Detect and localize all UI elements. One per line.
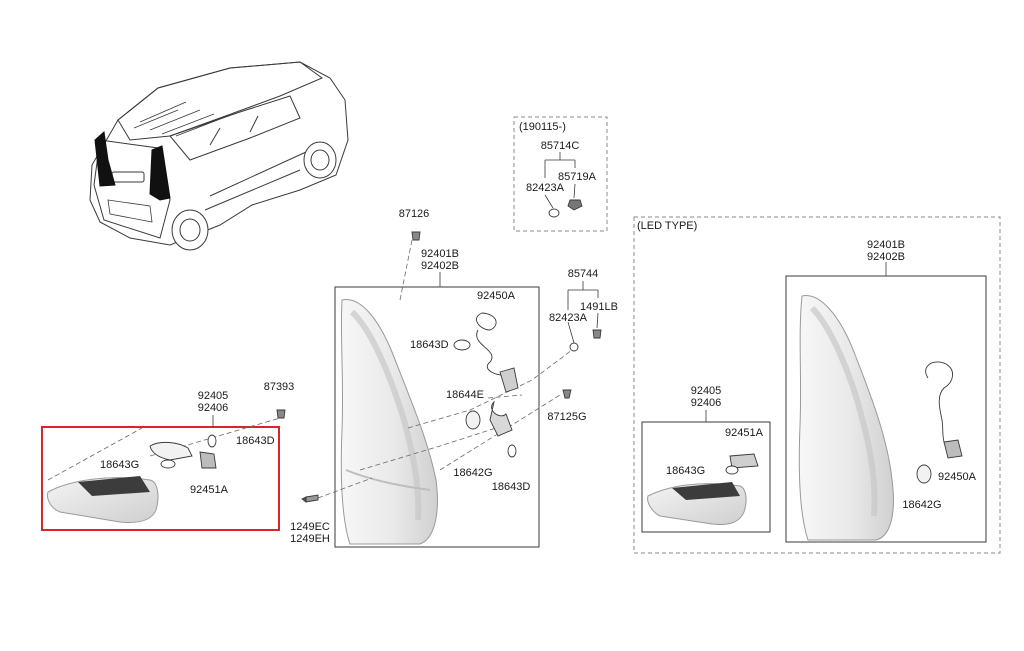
- main-small-parts: [301, 231, 602, 503]
- part-label-18643g[interactable]: 18643G: [666, 465, 706, 477]
- part-label-92401b[interactable]: 92401B: [867, 239, 905, 251]
- part-label-92402b[interactable]: 92402B: [867, 251, 905, 263]
- part-label-92451a[interactable]: 92451A: [725, 427, 763, 439]
- led-leaders: [705, 262, 887, 422]
- part-label-18644e[interactable]: 18644E: [446, 389, 484, 401]
- vehicle-illustration: [89, 61, 349, 251]
- part-label-87393[interactable]: 87393: [263, 381, 295, 393]
- main-projection-lines: [317, 239, 573, 499]
- part-label-85744[interactable]: 85744: [567, 268, 599, 280]
- part-label-18643d[interactable]: 18643D: [236, 435, 275, 447]
- led-type-title: (LED TYPE): [637, 220, 698, 232]
- part-label-92450a[interactable]: 92450A: [477, 290, 515, 302]
- part-label-18643d[interactable]: 18643D: [491, 481, 531, 493]
- led-small-parts: [725, 453, 759, 475]
- main-tail-lamp: [340, 299, 438, 545]
- part-label-85714c[interactable]: 85714C: [540, 140, 580, 152]
- small-tail-lamp: [47, 476, 159, 523]
- highlight-box: [41, 426, 280, 531]
- bracket-leaders: [567, 281, 599, 344]
- part-label-85719a[interactable]: 85719A: [558, 171, 596, 183]
- part-label-1249ec[interactable]: 1249EC: [290, 521, 330, 533]
- part-label-92401b[interactable]: 92401B: [421, 248, 459, 260]
- part-label-18643d[interactable]: 18643D: [410, 339, 449, 351]
- part-label-1249eh[interactable]: 1249EH: [290, 533, 330, 545]
- part-label-18643g[interactable]: 18643G: [100, 459, 140, 471]
- part-label-92405[interactable]: 92405: [690, 385, 722, 397]
- highlight-small-parts: [149, 409, 286, 469]
- led-main-tail-lamp: [798, 295, 894, 541]
- part-label-92450a[interactable]: 92450A: [938, 471, 976, 483]
- part-label-82423a[interactable]: 82423A: [549, 312, 587, 324]
- led-type-box: [633, 216, 1001, 554]
- revision-leaders: [544, 152, 576, 209]
- led-harness: [916, 361, 963, 484]
- revision-box: [513, 116, 608, 232]
- led-small-tail-lamp: [647, 482, 747, 525]
- revision-title: (190115-): [519, 121, 566, 133]
- part-label-87125g[interactable]: 87125G: [547, 411, 587, 423]
- part-label-92451a[interactable]: 92451A: [190, 484, 228, 496]
- part-label-18642g[interactable]: 18642G: [902, 499, 942, 511]
- part-label-92405[interactable]: 92405: [197, 390, 229, 402]
- part-label-87126[interactable]: 87126: [398, 208, 430, 220]
- revision-parts: [548, 199, 583, 218]
- part-label-82423a[interactable]: 82423A: [526, 182, 564, 194]
- part-label-1491lb[interactable]: 1491LB: [580, 301, 618, 313]
- main-lamp-box: [334, 286, 540, 548]
- part-label-92406[interactable]: 92406: [197, 402, 229, 414]
- part-label-92402b[interactable]: 92402B: [421, 260, 459, 272]
- part-label-18642g[interactable]: 18642G: [453, 467, 493, 479]
- part-label-92406[interactable]: 92406: [690, 397, 722, 409]
